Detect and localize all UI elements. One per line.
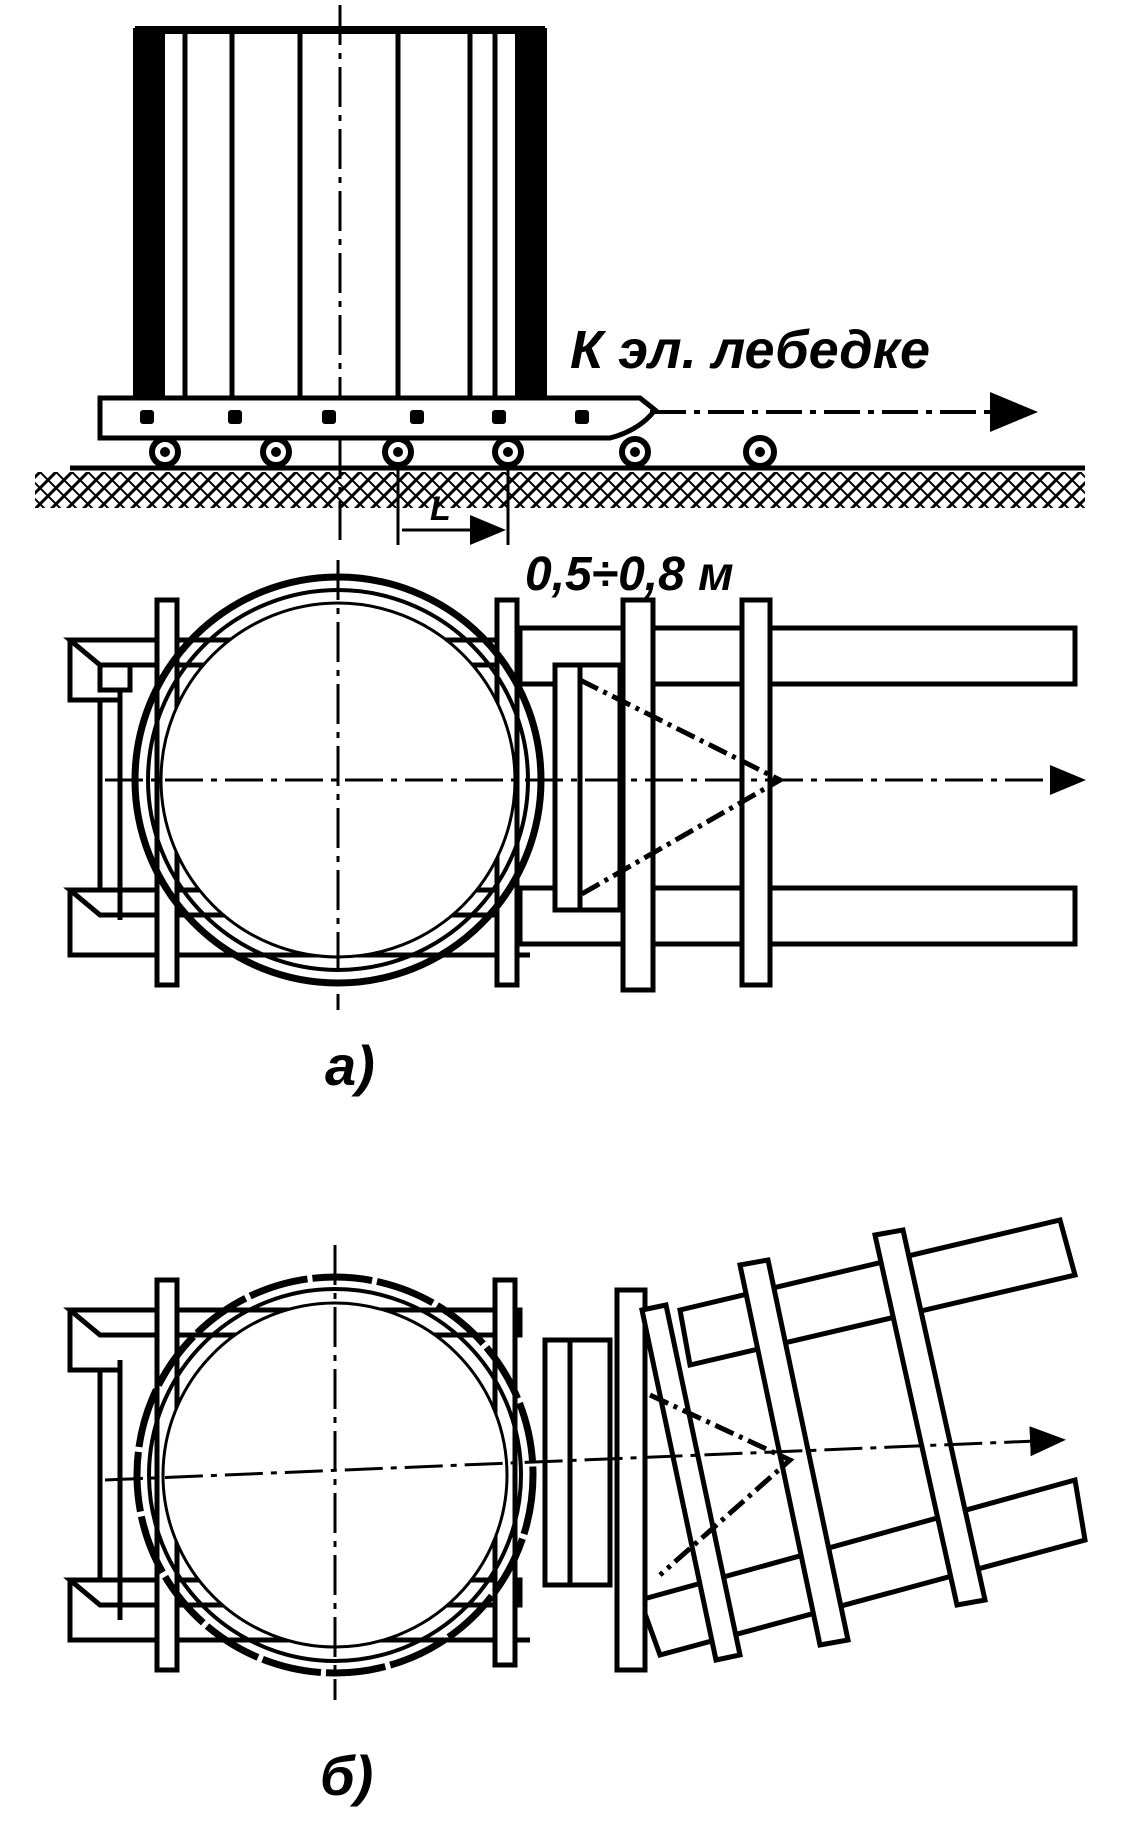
elevation-view: L К эл. лебедке 0,5÷0,8 м <box>35 5 1085 601</box>
distance-label: 0,5÷0,8 м <box>525 548 734 601</box>
pulling-frame-b <box>542 1337 795 1588</box>
l-label: L <box>430 490 451 528</box>
fig-a-label: а) <box>325 1034 375 1097</box>
fig-b-label: б) <box>320 1744 373 1807</box>
winch-label: К эл. лебедке <box>570 320 930 380</box>
roller-spacing-dimension <box>396 470 510 545</box>
plan-view-a: а) <box>63 560 1086 1097</box>
ground <box>35 465 1085 508</box>
rollers <box>149 435 777 469</box>
plan-view-b: б) <box>63 1217 1088 1807</box>
sledge-platform <box>97 395 659 441</box>
tank-plan-b <box>133 1273 537 1677</box>
